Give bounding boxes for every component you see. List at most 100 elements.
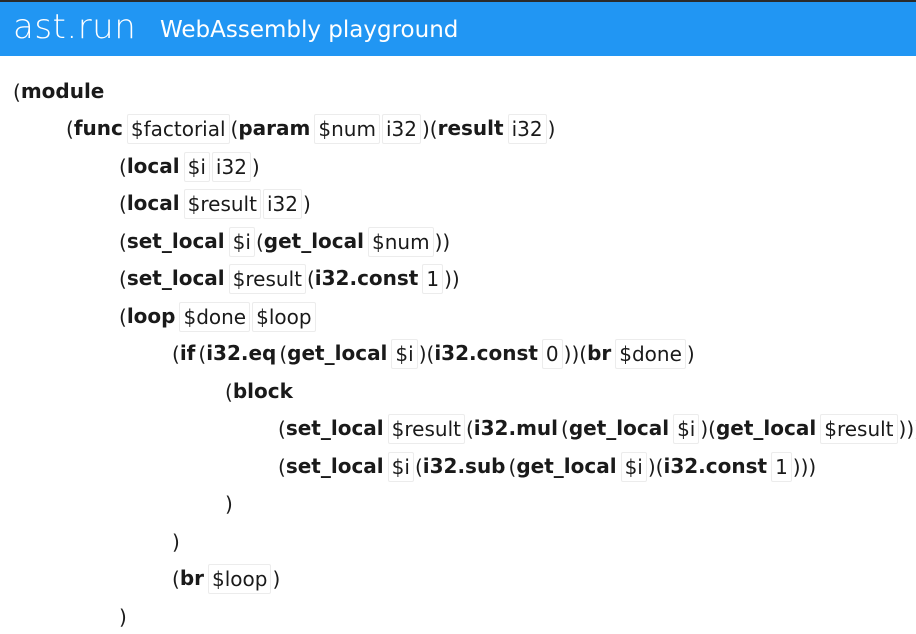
value-token[interactable]: $done: [615, 339, 686, 369]
paren-token: ))): [898, 417, 916, 441]
value-token[interactable]: $i: [673, 414, 700, 444]
paren-token: ): [251, 154, 260, 179]
paren-token: ): [119, 604, 127, 629]
paren-token: (: [579, 342, 588, 366]
keyword-token[interactable]: param: [238, 114, 313, 144]
keyword-token[interactable]: get_local: [715, 414, 819, 444]
value-token[interactable]: $done: [179, 301, 251, 332]
keyword-token[interactable]: i32.const: [663, 451, 770, 482]
paren-token: )): [563, 342, 580, 366]
paren-token: (: [278, 417, 286, 441]
keyword-token[interactable]: loop: [126, 301, 178, 332]
value-token[interactable]: 0: [541, 339, 563, 369]
value-token[interactable]: i32: [211, 151, 251, 182]
value-token[interactable]: i32: [262, 189, 302, 219]
value-token[interactable]: $result: [387, 414, 465, 444]
paren-token: (: [306, 267, 315, 291]
value-token[interactable]: i32: [381, 114, 421, 144]
paren-token: (: [708, 417, 716, 441]
paren-token: (: [119, 192, 127, 216]
paren-token: (: [198, 342, 207, 366]
paren-token: (: [278, 454, 286, 479]
paren-token: ): [547, 117, 556, 141]
keyword-token[interactable]: set_local: [126, 226, 227, 257]
paren-token: (: [66, 117, 74, 141]
value-token[interactable]: $i: [387, 451, 414, 482]
keyword-token[interactable]: func: [73, 114, 125, 144]
keyword-token[interactable]: i32.eq: [206, 339, 279, 369]
paren-token: (: [119, 304, 127, 329]
keyword-token[interactable]: local: [126, 151, 182, 182]
keyword-token[interactable]: get_local: [287, 339, 390, 369]
value-token[interactable]: $i: [228, 226, 255, 257]
paren-token: ): [700, 417, 709, 441]
code-line: ): [172, 523, 180, 557]
paren-token: ): [686, 342, 695, 366]
code-line: (module: [13, 73, 107, 107]
app-subtitle: WebAssembly playground: [160, 17, 459, 43]
paren-token: ): [272, 567, 281, 591]
paren-token: )): [444, 267, 460, 291]
keyword-token[interactable]: module: [20, 76, 107, 107]
keyword-token[interactable]: i32.const: [314, 264, 421, 294]
keyword-token[interactable]: i32.const: [434, 339, 540, 369]
value-token[interactable]: 1: [422, 264, 444, 294]
value-token[interactable]: 1: [771, 451, 792, 482]
value-token[interactable]: $result: [820, 414, 898, 444]
value-token[interactable]: $i: [620, 451, 647, 482]
keyword-token[interactable]: i32.mul: [473, 414, 560, 444]
value-token[interactable]: $result: [228, 264, 306, 294]
value-token[interactable]: $i: [391, 339, 418, 369]
paren-token: (: [172, 342, 180, 366]
code-line: ): [225, 486, 233, 520]
value-token[interactable]: $result: [183, 189, 261, 219]
top-bar: ast.run WebAssembly playground: [0, 0, 916, 56]
keyword-token[interactable]: br: [179, 564, 206, 594]
keyword-token[interactable]: get_local: [568, 414, 672, 444]
paren-token: (: [119, 267, 127, 291]
value-token[interactable]: i32: [507, 114, 547, 144]
keyword-token[interactable]: result: [437, 114, 506, 144]
code-line: (set_local$i(i32.sub(get_local$i)(i32.co…: [278, 448, 816, 482]
paren-token: (: [230, 117, 239, 141]
app-logo[interactable]: ast.run: [13, 7, 137, 47]
code-line: (set_local$result(i32.mul(get_local$i)(g…: [278, 411, 916, 445]
paren-token: (: [429, 117, 438, 141]
paren-token: (: [508, 454, 517, 479]
keyword-token[interactable]: block: [232, 376, 295, 407]
keyword-token[interactable]: set_local: [285, 451, 386, 482]
keyword-token[interactable]: get_local: [516, 451, 619, 482]
value-token[interactable]: $i: [183, 151, 210, 182]
paren-token: (: [172, 567, 180, 591]
paren-token: (: [225, 379, 233, 404]
paren-token: ))): [792, 454, 817, 479]
keyword-token[interactable]: br: [587, 339, 614, 369]
code-line: (block: [225, 373, 296, 407]
paren-token: (: [279, 342, 288, 366]
value-token[interactable]: $num: [368, 226, 434, 257]
keyword-token[interactable]: set_local: [285, 414, 386, 444]
keyword-token[interactable]: local: [126, 189, 182, 219]
value-token[interactable]: $loop: [252, 301, 316, 332]
code-line: (set_local$i(get_local$num)): [119, 223, 450, 257]
paren-token: (: [119, 229, 127, 254]
paren-token: )): [434, 229, 451, 254]
keyword-token[interactable]: set_local: [126, 264, 227, 294]
paren-token: (: [655, 454, 664, 479]
keyword-token[interactable]: if: [179, 339, 198, 369]
value-token[interactable]: $loop: [208, 564, 272, 594]
keyword-token[interactable]: i32.sub: [422, 451, 508, 482]
value-token[interactable]: $num: [314, 114, 380, 144]
paren-token: (: [414, 454, 423, 479]
code-line: (loop$done$loop: [119, 298, 317, 332]
paren-token: (: [561, 417, 569, 441]
value-token[interactable]: $factorial: [126, 114, 230, 144]
paren-token: ): [172, 529, 180, 554]
keyword-token[interactable]: get_local: [263, 226, 366, 257]
paren-token: ): [302, 192, 311, 216]
